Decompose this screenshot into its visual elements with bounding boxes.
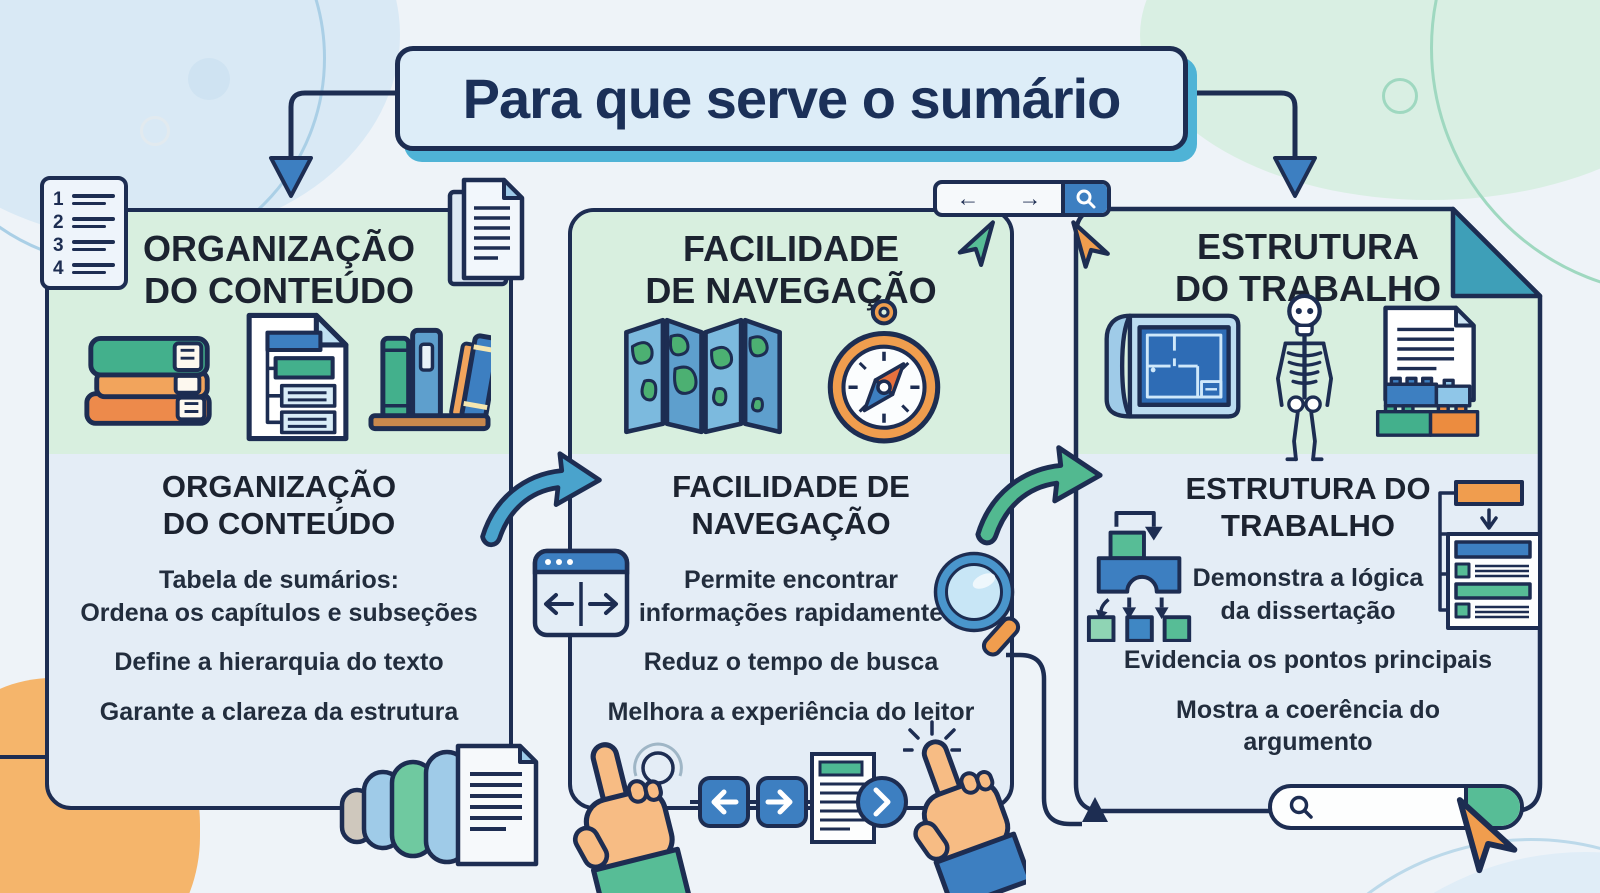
- search-icon: [1289, 795, 1313, 819]
- numbered-list-row: 4: [53, 257, 115, 280]
- page-title: Para que serve o sumário: [462, 67, 1122, 130]
- orange-cursor-icon: [1071, 220, 1110, 269]
- panel-organizacao-points: Tabela de sumários: Ordena os capítulos …: [49, 564, 509, 745]
- point: Garante a clareza da estrutura: [99, 697, 459, 726]
- browser-window-icon: [532, 548, 630, 638]
- green-swoosh-arrow: [975, 445, 1103, 546]
- panel-navegacao-title: FACILIDADE DE NAVEGAÇÃO: [645, 228, 937, 311]
- hierarchy-blocks-icon: [1086, 511, 1192, 642]
- document-pages-icon: [447, 177, 525, 287]
- point: Tabela de sumários: Ordena os capítulos …: [80, 566, 478, 627]
- title-box: Para que serve o sumário: [395, 46, 1188, 151]
- point: Evidencia os pontos principais: [1123, 646, 1493, 674]
- next-chevron-icon: [856, 776, 908, 828]
- skeleton-icon: [1276, 293, 1333, 462]
- panel-organizacao-title: ORGANIZAÇÃO DO CONTEÚDO: [143, 228, 415, 311]
- document-blocks-icon: [1375, 305, 1480, 437]
- numbered-list-row: 3: [53, 234, 115, 257]
- next-button-icon: [756, 776, 808, 828]
- numbered-list-row: 2: [53, 211, 115, 234]
- search-icon: [1076, 189, 1096, 208]
- reader-doc-icon: [810, 752, 876, 844]
- panel-estrutura-points: Demonstra a lógica da dissertação Eviden…: [1073, 562, 1543, 776]
- panel-navegacao-subtitle: FACILIDADE DE NAVEGAÇÃO: [672, 469, 910, 542]
- forward-arrow-icon: →: [1018, 185, 1042, 211]
- bookshelf-icon: [368, 327, 491, 432]
- panel-navegacao-points: Permite encontrar informações rapidament…: [572, 564, 1010, 745]
- point: Reduz o tempo de busca: [643, 648, 939, 676]
- panel-estrutura-subtitle: ESTRUTURA DO TRABALHO: [1185, 471, 1431, 544]
- panel-estrutura: ESTRUTURA DO TRABALHO: [1073, 206, 1543, 814]
- back-arrow-icon: ←: [956, 185, 980, 211]
- browser-nav-bar: ← →: [933, 180, 1111, 217]
- numbered-list-icon: 1 2 3 4: [40, 176, 128, 290]
- folded-map-icon: [624, 317, 782, 435]
- reader-nav-group: [690, 752, 908, 844]
- compass-icon: [827, 299, 941, 444]
- hand-pointer-icon: [913, 739, 1026, 893]
- prev-button-icon: [698, 776, 750, 828]
- blue-swoosh-arrow: [480, 451, 602, 548]
- panel-organizacao: ORGANIZAÇÃO DO CONTEÚDO: [45, 208, 513, 810]
- point: Permite encontrar informações rapidament…: [638, 566, 944, 627]
- search-button: [1061, 184, 1107, 213]
- panel-estrutura-title: ESTRUTURA DO TRABALHO: [1175, 226, 1441, 309]
- point: Define a hierarquia do texto: [114, 648, 444, 676]
- background-circle-outline: [140, 116, 170, 146]
- background-circle-green: [1382, 78, 1418, 114]
- blueprint-icon: [1104, 313, 1241, 419]
- hand-pointer-icon: [572, 742, 693, 893]
- document-outline-icon: [246, 312, 349, 442]
- point: Demonstra a lógica da dissertação: [1192, 564, 1424, 625]
- click-sparkle-icon: [903, 720, 961, 752]
- stacked-books-icon: [84, 335, 212, 426]
- background-dot-small: [188, 58, 230, 100]
- point: Melhora a experiência do leitor: [607, 697, 975, 726]
- green-cursor-icon: [957, 220, 995, 267]
- magnifier-icon: [933, 551, 1021, 657]
- numbered-list-row: 1: [53, 188, 115, 211]
- toc-outline-icon: [1438, 480, 1542, 630]
- panel-organizacao-subtitle: ORGANIZAÇÃO DO CONTEÚDO: [161, 469, 397, 542]
- background-arc-bottom-right: [1258, 838, 1600, 893]
- orange-cursor-icon: [1456, 797, 1518, 874]
- file-tabs-icon: [339, 743, 539, 867]
- point: Mostra a coerência do argumento: [1176, 695, 1440, 757]
